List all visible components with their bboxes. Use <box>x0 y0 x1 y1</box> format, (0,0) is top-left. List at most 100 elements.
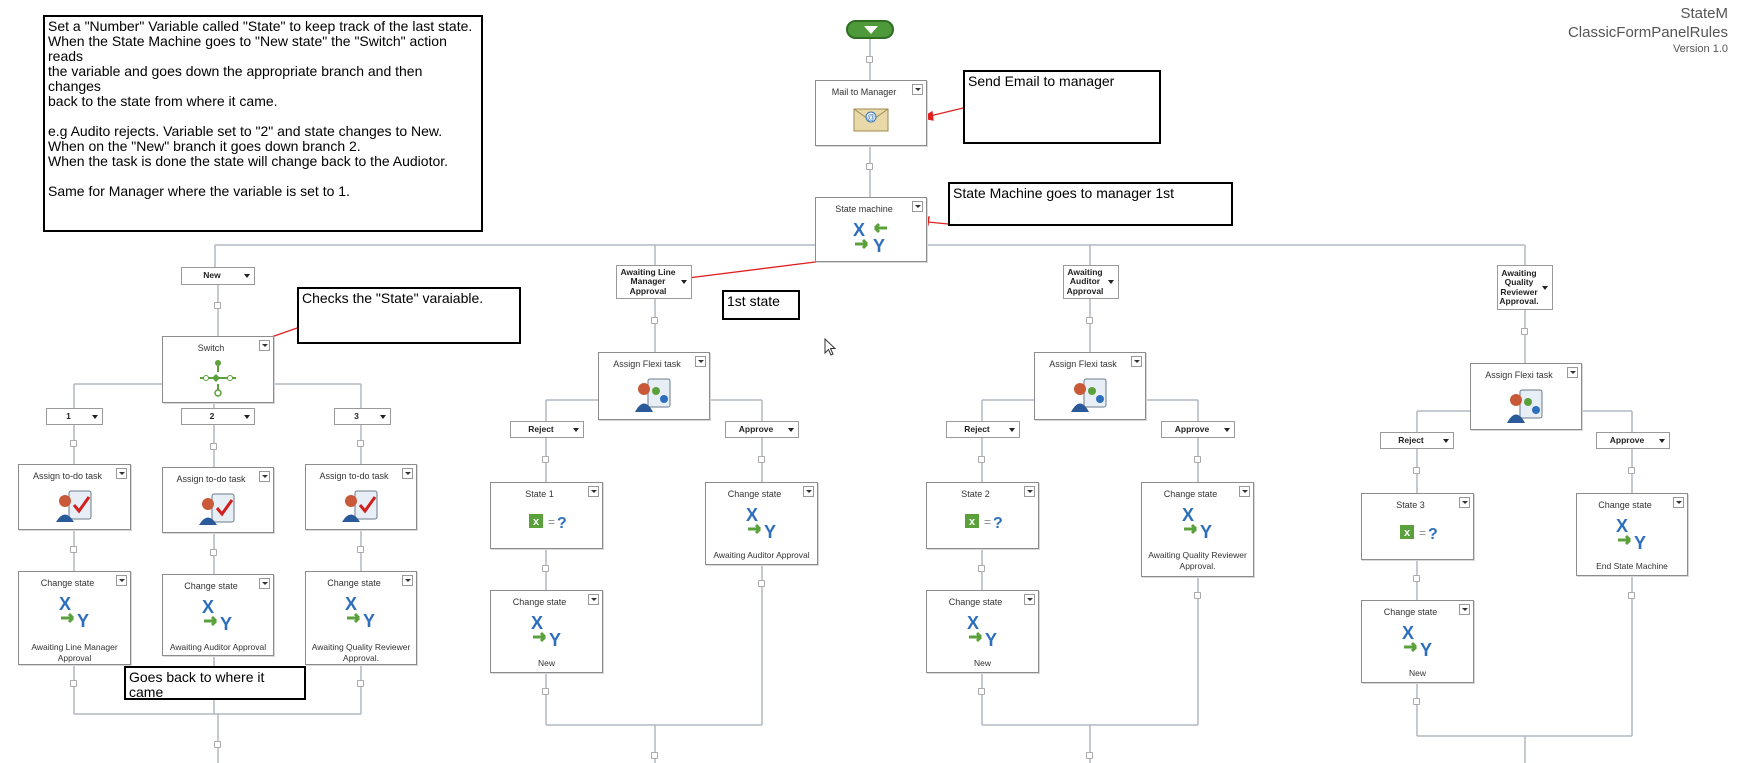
action-change-state-new-1[interactable]: Change state X Y New <box>490 590 603 673</box>
connector[interactable] <box>357 440 364 447</box>
action-menu-dropdown[interactable] <box>1024 594 1035 605</box>
connector[interactable] <box>1194 592 1201 599</box>
action-menu-dropdown[interactable] <box>259 340 270 351</box>
note-first-state: 1st state <box>722 290 800 320</box>
action-change-state-2[interactable]: Change state X Y Awaiting Auditor Approv… <box>162 574 274 656</box>
svg-text:X: X <box>1616 516 1628 536</box>
connector[interactable] <box>758 580 765 587</box>
action-assign-flexi-1[interactable]: Assign Flexi task <box>598 352 710 420</box>
action-assign-todo-3[interactable]: Assign to-do task <box>305 464 417 530</box>
action-menu-dropdown[interactable] <box>1239 486 1250 497</box>
branch-awaiting-line-manager[interactable]: Awaiting Line Manager Approval <box>616 265 692 299</box>
action-menu-dropdown[interactable] <box>116 468 127 479</box>
action-change-state-auditor[interactable]: Change state X Y Awaiting Auditor Approv… <box>705 482 818 565</box>
connector[interactable] <box>542 565 549 572</box>
connector[interactable] <box>70 546 77 553</box>
connector[interactable] <box>651 317 658 324</box>
action-menu-dropdown[interactable] <box>402 468 413 479</box>
connector[interactable] <box>1628 592 1635 599</box>
action-menu-dropdown[interactable] <box>588 594 599 605</box>
branch-reject-2[interactable]: Reject <box>946 421 1020 438</box>
connector[interactable] <box>1413 575 1420 582</box>
connector[interactable] <box>1086 317 1093 324</box>
action-menu-dropdown[interactable] <box>259 471 270 482</box>
action-state-2[interactable]: State 2 x = ? <box>926 482 1039 549</box>
action-menu-dropdown[interactable] <box>912 84 923 95</box>
connector[interactable] <box>1194 456 1201 463</box>
action-menu-dropdown[interactable] <box>1131 356 1142 367</box>
branch-3[interactable]: 3 <box>334 408 391 425</box>
branch-approve-3[interactable]: Approve <box>1596 432 1670 449</box>
action-switch[interactable]: Switch <box>162 336 274 403</box>
action-menu-dropdown[interactable] <box>695 356 706 367</box>
connector[interactable] <box>210 549 217 556</box>
connector[interactable] <box>1521 328 1528 335</box>
svg-text:=: = <box>548 515 555 529</box>
svg-text:X: X <box>59 594 71 614</box>
action-change-state-1[interactable]: Change state X Y Awaiting Line Manager A… <box>18 571 131 665</box>
connector[interactable] <box>357 680 364 687</box>
action-menu-dropdown[interactable] <box>912 201 923 212</box>
connector[interactable] <box>70 440 77 447</box>
connector[interactable] <box>357 546 364 553</box>
branch-2[interactable]: 2 <box>181 408 255 425</box>
connector[interactable] <box>651 752 658 759</box>
action-change-state-end[interactable]: Change state X Y End State Machine <box>1576 493 1688 576</box>
action-menu-dropdown[interactable] <box>588 486 599 497</box>
action-state-machine[interactable]: State machine X Y <box>815 197 927 262</box>
action-assign-todo-1[interactable]: Assign to-do task <box>18 464 131 530</box>
connector[interactable] <box>866 56 873 63</box>
action-change-state-new-2[interactable]: Change state X Y New <box>926 590 1039 673</box>
branch-reject-3[interactable]: Reject <box>1380 432 1454 449</box>
connector[interactable] <box>1413 467 1420 474</box>
action-menu-dropdown[interactable] <box>402 575 413 586</box>
action-assign-todo-2[interactable]: Assign to-do task <box>162 467 274 533</box>
action-assign-flexi-2[interactable]: Assign Flexi task <box>1034 352 1146 420</box>
connector[interactable] <box>70 680 77 687</box>
branch-awaiting-quality-reviewer[interactable]: Awaiting Quality Reviewer Approval. <box>1497 265 1553 310</box>
action-menu-dropdown[interactable] <box>803 486 814 497</box>
action-change-state-3[interactable]: Change state X Y Awaiting Quality Review… <box>305 571 417 665</box>
connector[interactable] <box>978 456 985 463</box>
action-change-state-quality[interactable]: Change state X Y Awaiting Quality Review… <box>1141 482 1254 577</box>
connector[interactable] <box>978 688 985 695</box>
branch-1[interactable]: 1 <box>46 408 103 425</box>
action-menu-dropdown[interactable] <box>259 578 270 589</box>
branch-approve-2[interactable]: Approve <box>1161 421 1235 438</box>
action-state-1[interactable]: State 1 x = ? <box>490 482 603 549</box>
workflow-start-icon[interactable] <box>846 20 894 39</box>
branch-approve-1[interactable]: Approve <box>725 421 799 438</box>
action-menu-dropdown[interactable] <box>1673 497 1684 508</box>
connector[interactable] <box>758 456 765 463</box>
action-title: Change state <box>184 581 238 591</box>
action-menu-dropdown[interactable] <box>116 575 127 586</box>
set-variable-icon: x = ? <box>528 514 566 532</box>
connector[interactable] <box>1086 752 1093 759</box>
action-menu-dropdown[interactable] <box>1459 497 1470 508</box>
action-assign-flexi-3[interactable]: Assign Flexi task <box>1470 363 1582 430</box>
connector[interactable] <box>214 302 221 309</box>
branch-new[interactable]: New <box>181 267 255 285</box>
connector[interactable] <box>866 163 873 170</box>
connector[interactable] <box>210 443 217 450</box>
connector[interactable] <box>214 741 221 748</box>
connector[interactable] <box>542 688 549 695</box>
action-change-state-new-3[interactable]: Change state X Y New <box>1361 600 1474 683</box>
connector[interactable] <box>542 456 549 463</box>
workflow-version: Version 1.0 <box>1672 43 1728 55</box>
action-menu-dropdown[interactable] <box>1459 604 1470 615</box>
connector[interactable] <box>1413 698 1420 705</box>
flexi-task-icon <box>635 378 671 412</box>
change-state-xy-icon: X Y <box>1402 623 1432 659</box>
action-title: State 2 <box>961 489 990 499</box>
action-mail-to-manager[interactable]: Mail to Manager @ <box>815 80 927 146</box>
connector[interactable] <box>1628 467 1635 474</box>
branch-awaiting-auditor[interactable]: Awaiting Auditor Approval <box>1063 265 1119 299</box>
connector[interactable] <box>978 565 985 572</box>
action-menu-dropdown[interactable] <box>1567 367 1578 378</box>
branch-reject-1[interactable]: Reject <box>510 421 584 438</box>
action-state-3[interactable]: State 3 x = ? <box>1361 493 1474 560</box>
svg-text:X: X <box>202 597 214 617</box>
action-menu-dropdown[interactable] <box>1024 486 1035 497</box>
